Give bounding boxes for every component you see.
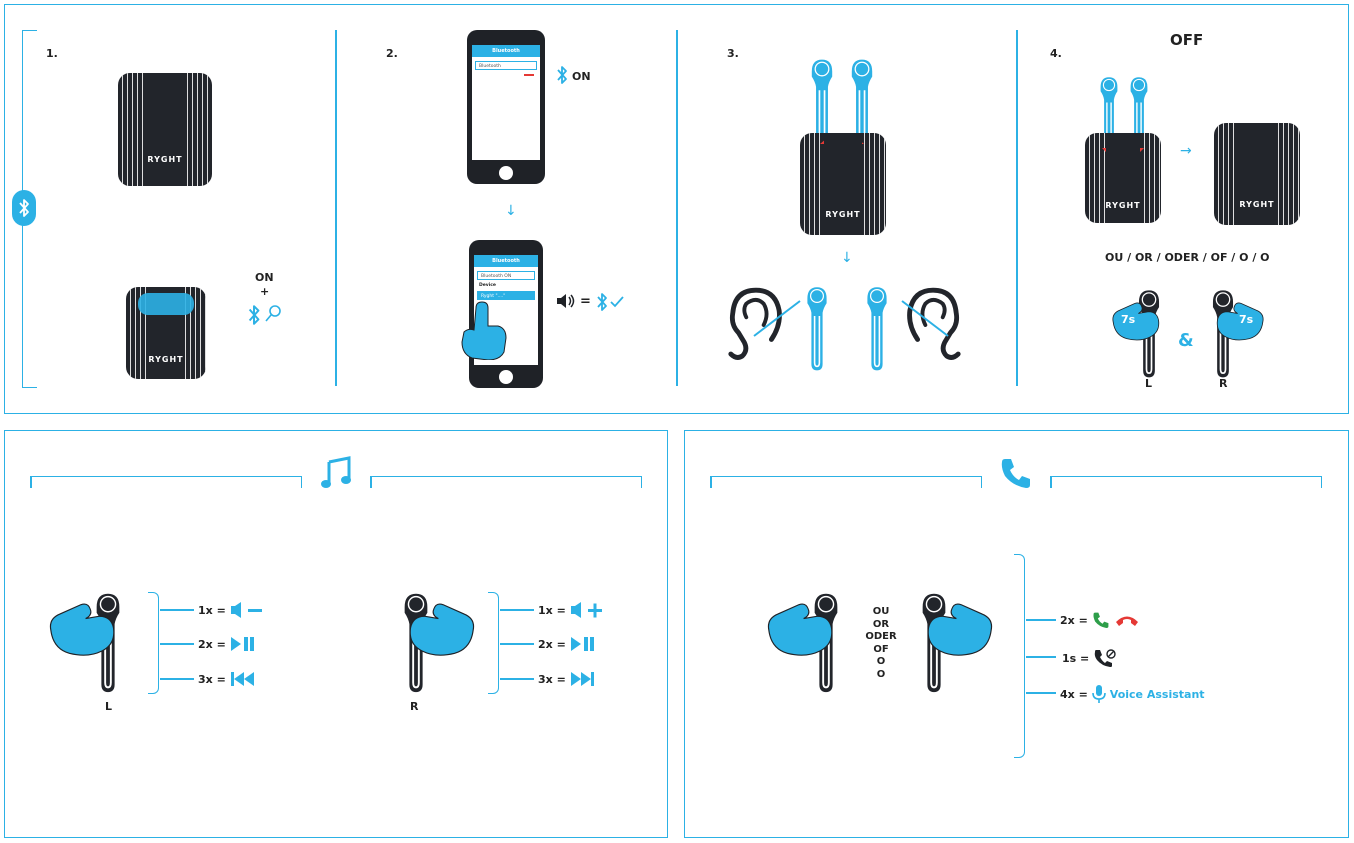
device-item[interactable]: Ryght "...." (477, 291, 535, 300)
bluetooth-on-row[interactable]: Bluetooth ON (477, 271, 535, 280)
home-button (499, 166, 513, 180)
bluetooth-badge (12, 190, 36, 226)
hang-up-icon (1115, 616, 1138, 626)
insert-arrows (753, 300, 949, 337)
call-header-line-right (1050, 476, 1322, 488)
music-right-action-1: 1x = (538, 602, 604, 618)
play-pause-icon (230, 637, 254, 651)
divider-1 (335, 30, 337, 386)
step-1-number: 1. (46, 47, 58, 60)
step-4-number: 4. (1050, 47, 1062, 60)
music-right-label: R (410, 700, 419, 713)
call-panel (684, 430, 1349, 838)
device-section-label: Device (479, 283, 496, 288)
answer-call-icon (1093, 612, 1109, 628)
music-left-action-3: 3x = (198, 671, 256, 687)
charging-case-open: RYGHT (1085, 133, 1161, 223)
phone-pairing: Bluetooth Bluetooth ON Device Ryght "...… (469, 240, 543, 388)
divider-2 (676, 30, 678, 386)
checkmark-icon (610, 296, 624, 308)
step-3-number: 3. (727, 47, 739, 60)
bluetooth-icon (18, 198, 30, 218)
reject-call-icon (1095, 649, 1116, 667)
call-bracket (1014, 554, 1025, 758)
phone-settings: Bluetooth Bluetooth (467, 30, 545, 184)
volume-down-icon (230, 602, 262, 618)
bluetooth-toggle-row[interactable]: Bluetooth (475, 61, 537, 70)
charging-case-open: RYGHT (800, 133, 886, 235)
earbuds-in-case-glow (138, 293, 194, 315)
bluetooth-icon (596, 292, 608, 312)
music-left-bracket (148, 592, 159, 694)
music-note-icon (321, 456, 351, 488)
right-arrow: → (1180, 143, 1192, 159)
previous-track-icon (230, 672, 254, 686)
call-action-1: 2x = (1060, 611, 1140, 629)
plus-sign: + (260, 285, 270, 298)
next-track-icon (570, 672, 594, 686)
music-left-action-2: 2x = (198, 636, 256, 652)
pointing-hand (461, 301, 507, 360)
call-action-2: 1s = (1062, 648, 1117, 668)
red-arrow (524, 74, 534, 76)
music-header-line-left (30, 476, 302, 488)
charging-case-closed: RYGHT (1214, 123, 1300, 225)
call-header-line-left (710, 476, 982, 488)
equals-sign: = (580, 294, 591, 309)
charging-case-closed: RYGHT (118, 73, 212, 186)
down-arrow: ↓ (841, 250, 853, 266)
music-left-action-1: 1x = (198, 602, 264, 618)
voice-assistant-label: Voice Assistant (1109, 687, 1205, 701)
right-earbud-label: R (1219, 377, 1228, 390)
bluetooth-icon (556, 65, 568, 85)
case-brand-label: RYGHT (147, 155, 183, 164)
search-icon (265, 305, 281, 322)
hold-time-left: 7s (1121, 313, 1136, 326)
down-arrow: ↓ (505, 203, 517, 219)
hand-right-tap (408, 600, 478, 658)
setup-panel (4, 4, 1349, 414)
play-pause-icon (570, 637, 594, 651)
music-right-action-2: 2x = (538, 636, 596, 652)
hold-time-right: 7s (1239, 313, 1254, 326)
hand-right-call (926, 600, 996, 658)
hand-left-call (764, 600, 834, 658)
music-left-label: L (105, 700, 113, 713)
step-2-number: 2. (386, 47, 398, 60)
phone-icon (1001, 459, 1030, 488)
hand-left-tap (46, 600, 116, 658)
or-stack: OU OR ODER OF O O (865, 606, 897, 680)
microphone-icon (1091, 685, 1106, 703)
speaker-icon (557, 294, 575, 308)
or-translations: OU / OR / ODER / OF / O / O (1105, 251, 1270, 264)
music-right-action-3: 3x = (538, 671, 596, 687)
off-title: OFF (1170, 31, 1204, 49)
call-action-3: 4x = Voice Assistant (1060, 684, 1205, 704)
volume-up-icon (570, 602, 602, 618)
music-panel (4, 430, 668, 838)
music-header-line-right (370, 476, 642, 488)
ampersand: & (1178, 330, 1194, 351)
bluetooth-icon (247, 304, 261, 326)
divider-3 (1016, 30, 1018, 386)
charging-case-open: RYGHT (126, 287, 206, 379)
left-earbud-label: L (1145, 377, 1153, 390)
screen-title: Bluetooth (472, 45, 540, 57)
bluetooth-on-label: ON (572, 70, 591, 83)
on-label: ON (255, 271, 274, 284)
music-right-bracket (488, 592, 499, 694)
